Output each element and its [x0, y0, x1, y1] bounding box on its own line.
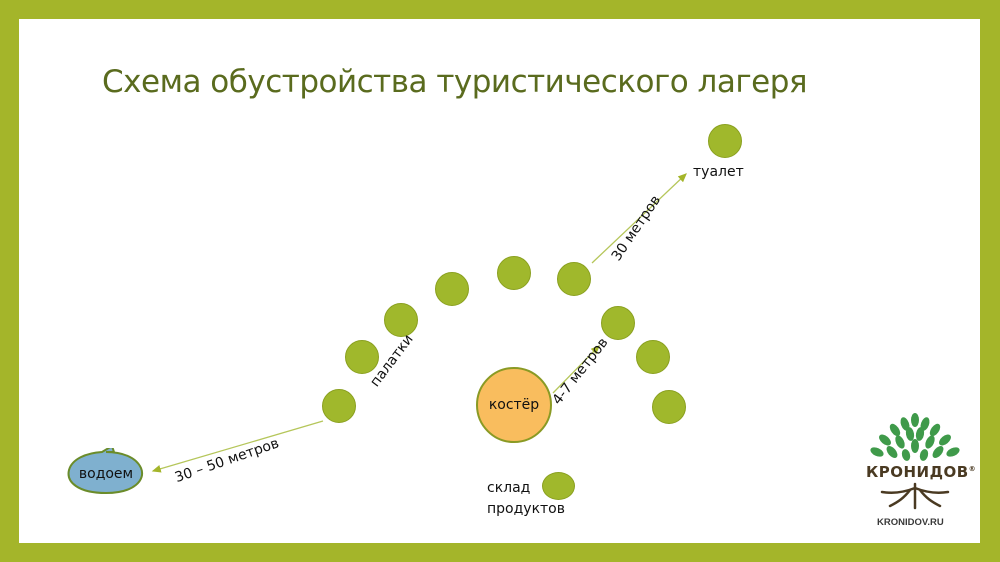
toilet-arrow — [591, 173, 687, 264]
campfire-arrow — [552, 345, 600, 394]
tent-marker — [435, 272, 469, 306]
page-title: Схема обустройства туристического лагеря — [102, 64, 808, 100]
tent-marker — [322, 389, 356, 423]
campfire-marker: костёр — [476, 367, 552, 443]
kronidov-tree-logo-icon — [870, 413, 960, 510]
storage-label-line1: склад — [487, 480, 531, 496]
water-label: водоем — [78, 466, 134, 482]
tent-marker — [652, 390, 686, 424]
logo-brand-name: КРОНИДОВ® — [866, 463, 977, 481]
tent-marker — [636, 340, 670, 374]
storage-label-line2: продуктов — [487, 501, 565, 517]
campfire-label: костёр — [488, 397, 540, 413]
tent-marker — [384, 303, 418, 337]
water-arrow — [151, 420, 324, 473]
storage-marker — [542, 472, 575, 500]
tent-marker — [497, 256, 531, 290]
water-speech-bubble-icon — [67, 448, 144, 495]
toilet-label: туалет — [693, 164, 744, 180]
logo-url: KRONIDOV.RU — [877, 517, 944, 528]
tent-marker — [601, 306, 635, 340]
toilet-marker — [708, 124, 742, 158]
tent-marker — [345, 340, 379, 374]
tent-marker — [557, 262, 591, 296]
